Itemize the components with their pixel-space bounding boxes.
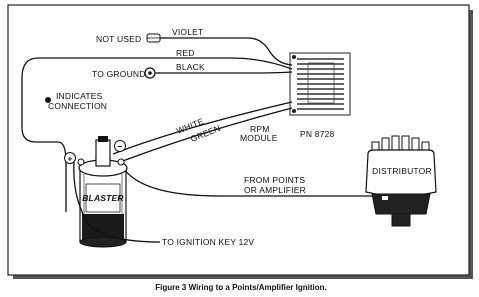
ground-terminal (144, 67, 160, 79)
not-used-label: NOT USED (96, 34, 141, 44)
ignition-key-label: TO IGNITION KEY 12V (162, 237, 254, 247)
black-label: BLACK (176, 62, 205, 72)
ignition-coil: BLASTER (77, 136, 128, 248)
figure-caption: Figure 3 Wiring to a Points/Amplifier Ig… (155, 283, 326, 292)
part-number-label: PN 8728 (300, 129, 335, 139)
not-used-terminal (146, 33, 161, 43)
white-wire (112, 101, 293, 155)
coil-positive-symbol: + (64, 152, 76, 164)
indicates-label: INDICATES (56, 91, 103, 101)
to-ground-label: TO GROUND (92, 69, 146, 79)
red-wire (21, 57, 293, 212)
module-label: MODULE (240, 133, 278, 143)
red-label: RED (176, 48, 195, 58)
green-wire (119, 107, 293, 163)
points-wire (121, 165, 386, 197)
distributor (365, 135, 437, 227)
from-points-label: FROM POINTS (244, 175, 305, 185)
ignition-key-wire (73, 161, 161, 243)
coil-brand-label: BLASTER (82, 193, 124, 203)
coil-negative-symbol: − (114, 140, 126, 152)
black-wire (158, 71, 293, 74)
frame (7, 4, 470, 276)
connection-label: CONNECTION (48, 101, 107, 111)
or-amplifier-label: OR AMPLIFIER (244, 185, 306, 195)
svg-text:−: − (117, 142, 122, 152)
violet-label: VIOLET (172, 27, 203, 37)
connection-dot (45, 97, 51, 103)
rpm-module (289, 52, 351, 116)
violet-wire (160, 37, 293, 66)
rpm-label: RPM (250, 124, 270, 134)
distributor-label: DISTRIBUTOR (372, 166, 432, 176)
svg-text:+: + (67, 154, 72, 164)
